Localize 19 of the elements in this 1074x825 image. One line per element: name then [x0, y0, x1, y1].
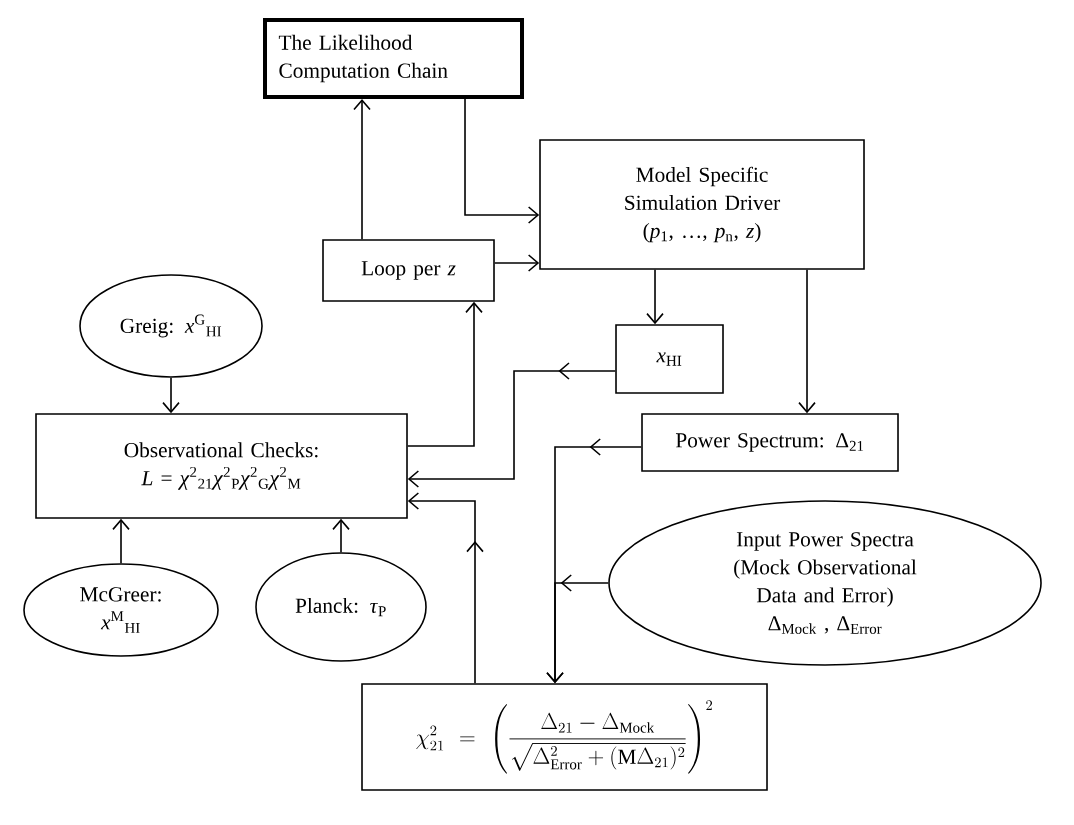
arrow: [353, 99, 371, 240]
arrow: [407, 492, 484, 684]
process-box: Power Spectrum: Δ$_{21}$: [641, 413, 899, 472]
arrow: [162, 377, 180, 414]
arrow: [646, 269, 664, 325]
arrow: [407, 301, 483, 447]
arrow: [798, 269, 816, 414]
arrow: [112, 518, 130, 564]
arrow: [546, 574, 609, 684]
arrow: [332, 518, 350, 553]
formula-box: $\chi^2_{21} = \left(\frac{\Delta_{21} - \Delta_{\mathrm{Mock}}}{\sqrt{\Delta^2_{\mathrm{Error}} + (\mathrm{M}\Delta_{21})^2}}\right)^2$: [361, 683, 768, 791]
process-box: The Likelihood Computation Chain: [263, 18, 524, 99]
arrow: [464, 98, 540, 224]
process-box: Model Specific Simulation Driver (p$_{1}$, …, p$_{n}$, z): [539, 139, 865, 270]
arrow: [494, 254, 540, 272]
arrow: [407, 362, 616, 488]
process-box: Observational Checks: L = χ$^{2}$$_{21}$χ$^{2}$$_{P}$χ$^{2}$$_{G}$χ$^{2}$M: [35, 413, 408, 519]
process-box: x$_{HI}$: [615, 324, 724, 394]
process-box: Loop per z: [322, 239, 495, 302]
